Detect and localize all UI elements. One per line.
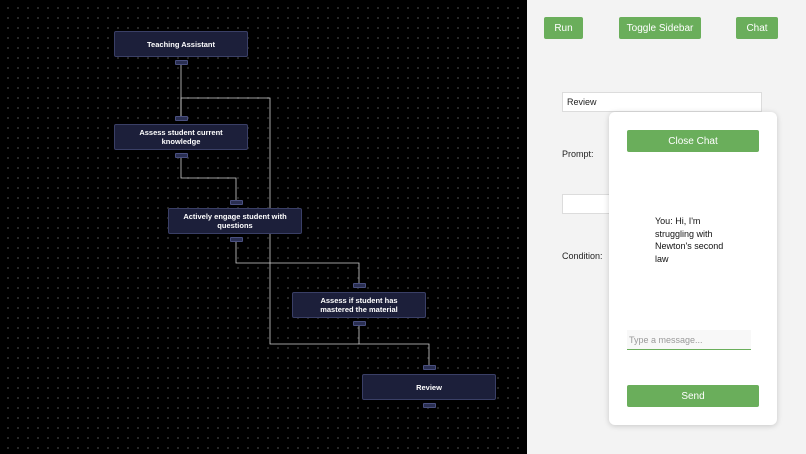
flow-node-label: Review [416, 382, 442, 392]
chat-message-input[interactable] [627, 330, 751, 350]
node-name-field[interactable]: Review [562, 92, 762, 112]
flow-node-label: Assess student current knowledge [139, 128, 223, 146]
node-input-handle[interactable] [175, 116, 188, 121]
flow-node-assess-knowledge[interactable]: Assess student current knowledge [114, 124, 248, 150]
run-button[interactable]: Run [544, 17, 583, 39]
edge-loop-back [180, 97, 359, 345]
node-input-handle[interactable] [353, 283, 366, 288]
flow-node-label: Assess if student has mastered the mater… [320, 296, 398, 314]
node-input-handle[interactable] [423, 365, 436, 370]
node-input-handle[interactable] [230, 200, 243, 205]
flow-node-teaching-assistant[interactable]: Teaching Assistant [114, 31, 248, 57]
chat-button[interactable]: Chat [736, 17, 778, 39]
node-output-handle[interactable] [353, 321, 366, 326]
flow-node-engage-student[interactable]: Actively engage student with questions [168, 208, 302, 234]
flow-node-review[interactable]: Review [362, 374, 496, 400]
flow-node-label: Actively engage student with questions [183, 212, 287, 230]
edge-mastered-to-review [358, 325, 430, 369]
node-output-handle[interactable] [175, 60, 188, 65]
chat-message: You: Hi, I'm struggling with Newton's se… [655, 216, 724, 264]
close-chat-button[interactable]: Close Chat [627, 130, 759, 152]
edge-engage-to-mastered [235, 241, 360, 287]
prompt-label: Prompt: [562, 149, 594, 159]
node-output-handle[interactable] [230, 237, 243, 242]
flow-canvas[interactable]: Teaching Assistant Assess student curren… [0, 0, 527, 454]
node-output-handle[interactable] [175, 153, 188, 158]
condition-label: Condition: [562, 251, 603, 261]
flow-edges [180, 65, 430, 369]
edge-assess-to-engage [180, 157, 237, 203]
node-output-handle[interactable] [423, 403, 436, 408]
send-button[interactable]: Send [627, 385, 759, 407]
flow-node-assess-mastery[interactable]: Assess if student has mastered the mater… [292, 292, 426, 318]
toggle-sidebar-button[interactable]: Toggle Sidebar [619, 17, 701, 39]
flow-node-label: Teaching Assistant [147, 39, 215, 49]
chat-panel: Close Chat You: Hi, I'm struggling with … [609, 112, 777, 425]
